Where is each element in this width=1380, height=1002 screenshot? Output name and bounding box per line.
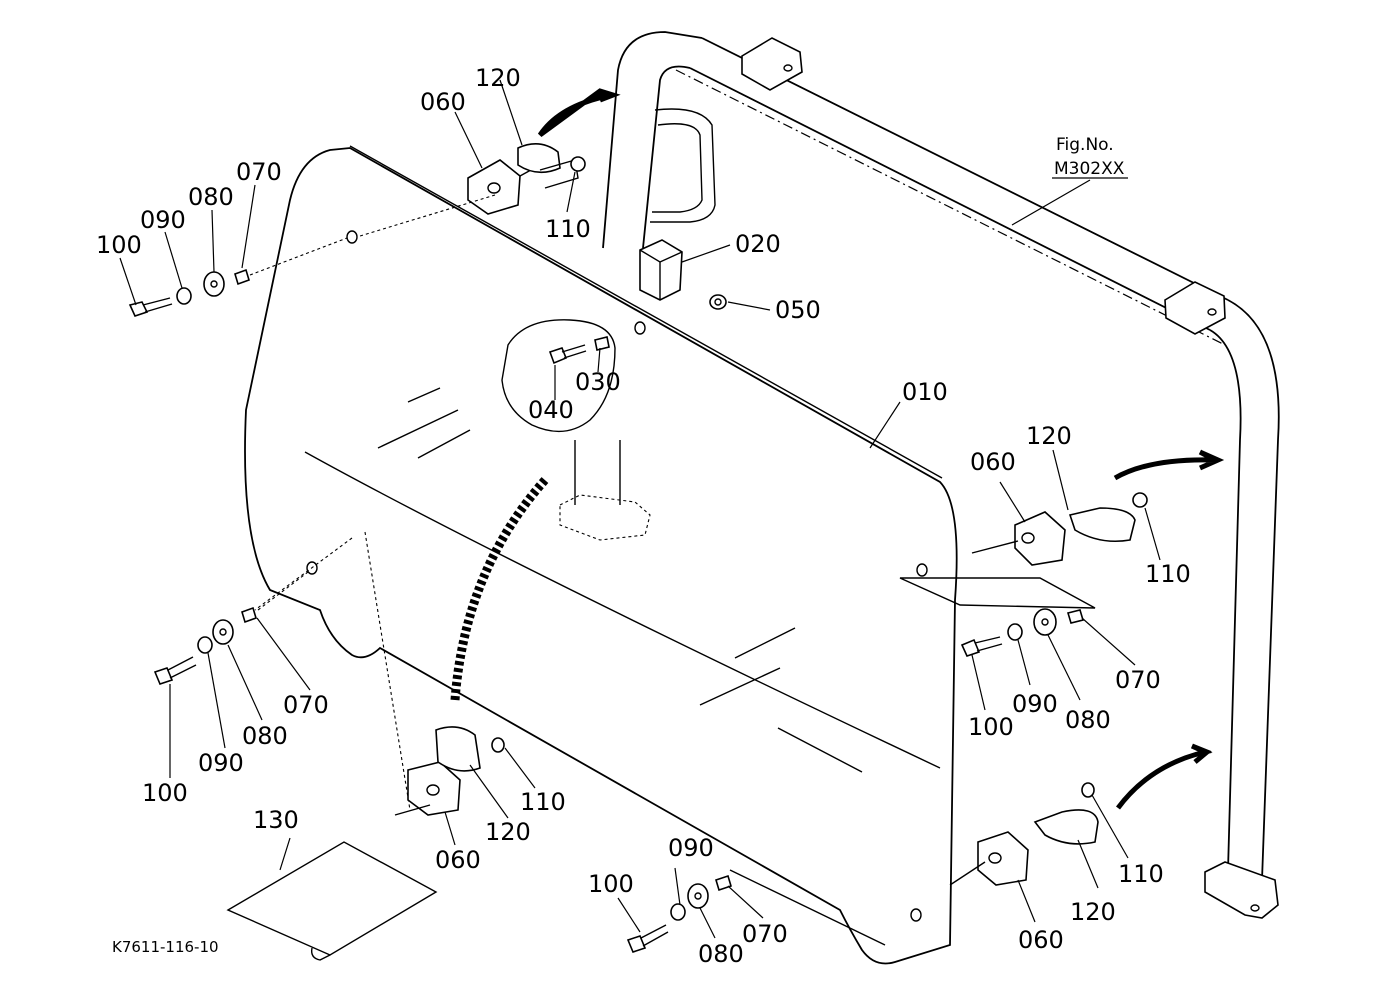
callout-070-right: 070 xyxy=(1115,666,1161,694)
callout-040: 040 xyxy=(528,396,574,424)
callout-120-right: 120 xyxy=(1026,422,1072,450)
callout-060-lower-left: 060 xyxy=(435,846,481,874)
callout-080-top-left: 080 xyxy=(188,183,234,211)
base-plate-right xyxy=(1204,861,1279,919)
callout-090-top-left: 090 xyxy=(140,206,186,234)
base-plate-left xyxy=(559,494,651,541)
callout-090-bottom: 090 xyxy=(668,834,714,862)
top-bracket-right xyxy=(1164,281,1226,335)
callout-060-lower-right: 060 xyxy=(1018,926,1064,954)
callout-060-right: 060 xyxy=(970,448,1016,476)
callout-060-top: 060 xyxy=(420,88,466,116)
callout-100-right: 100 xyxy=(968,713,1014,741)
callout-090-left: 090 xyxy=(198,749,244,777)
bolt-stack-bottom xyxy=(626,869,886,953)
fig-no-value: M302XX xyxy=(1054,159,1125,179)
callout-050: 050 xyxy=(775,296,821,324)
decal-sheet-130 xyxy=(226,841,438,961)
nut-050 xyxy=(709,294,727,310)
callout-070-top-left: 070 xyxy=(236,158,282,186)
clamp-block-right xyxy=(971,492,1148,566)
clamp-block-lower-left xyxy=(394,726,505,816)
callout-080-bottom: 080 xyxy=(698,940,744,968)
callout-110-lower-right: 110 xyxy=(1118,860,1164,888)
figure-reference: Fig.No. M302XX xyxy=(1054,135,1125,179)
drawing-code: K7611-116-10 xyxy=(112,938,219,956)
callout-130: 130 xyxy=(253,806,299,834)
bolt-stack-left-lower xyxy=(153,531,411,811)
callout-080-right: 080 xyxy=(1065,706,1111,734)
top-bracket-left xyxy=(741,37,803,91)
callout-120-top: 120 xyxy=(475,64,521,92)
leader-lines xyxy=(119,79,1161,939)
callout-010: 010 xyxy=(902,378,948,406)
callout-110-lower-left: 110 xyxy=(520,788,566,816)
callout-100-left: 100 xyxy=(142,779,188,807)
fig-no-label: Fig.No. xyxy=(1056,135,1114,155)
callout-030: 030 xyxy=(575,368,621,396)
callout-020: 020 xyxy=(735,230,781,258)
bolt-stack-top-left xyxy=(128,237,348,317)
callout-120-lower-right: 120 xyxy=(1070,898,1116,926)
mount-block-020 xyxy=(639,239,683,301)
callout-080-left: 080 xyxy=(242,722,288,750)
callout-labels: 010 020 030 040 050 060 060 060 060 070 … xyxy=(96,64,1191,968)
callout-120-lower-left: 120 xyxy=(485,818,531,846)
rops-frame xyxy=(574,31,1280,881)
callout-070-left: 070 xyxy=(283,691,329,719)
rear-glass-panel xyxy=(244,145,958,965)
motion-arrows xyxy=(450,88,1225,810)
callout-070-bottom: 070 xyxy=(742,920,788,948)
callout-110-right: 110 xyxy=(1145,560,1191,588)
callout-090-right: 090 xyxy=(1012,690,1058,718)
callout-110-top: 110 xyxy=(545,215,591,243)
clamp-block-lower-right xyxy=(949,782,1099,886)
clamp-block-top xyxy=(359,143,586,237)
callout-100-top-left: 100 xyxy=(96,231,142,259)
callout-100-bottom: 100 xyxy=(588,870,634,898)
cutout-detail xyxy=(501,319,616,433)
bolt-stack-right xyxy=(899,577,1096,657)
